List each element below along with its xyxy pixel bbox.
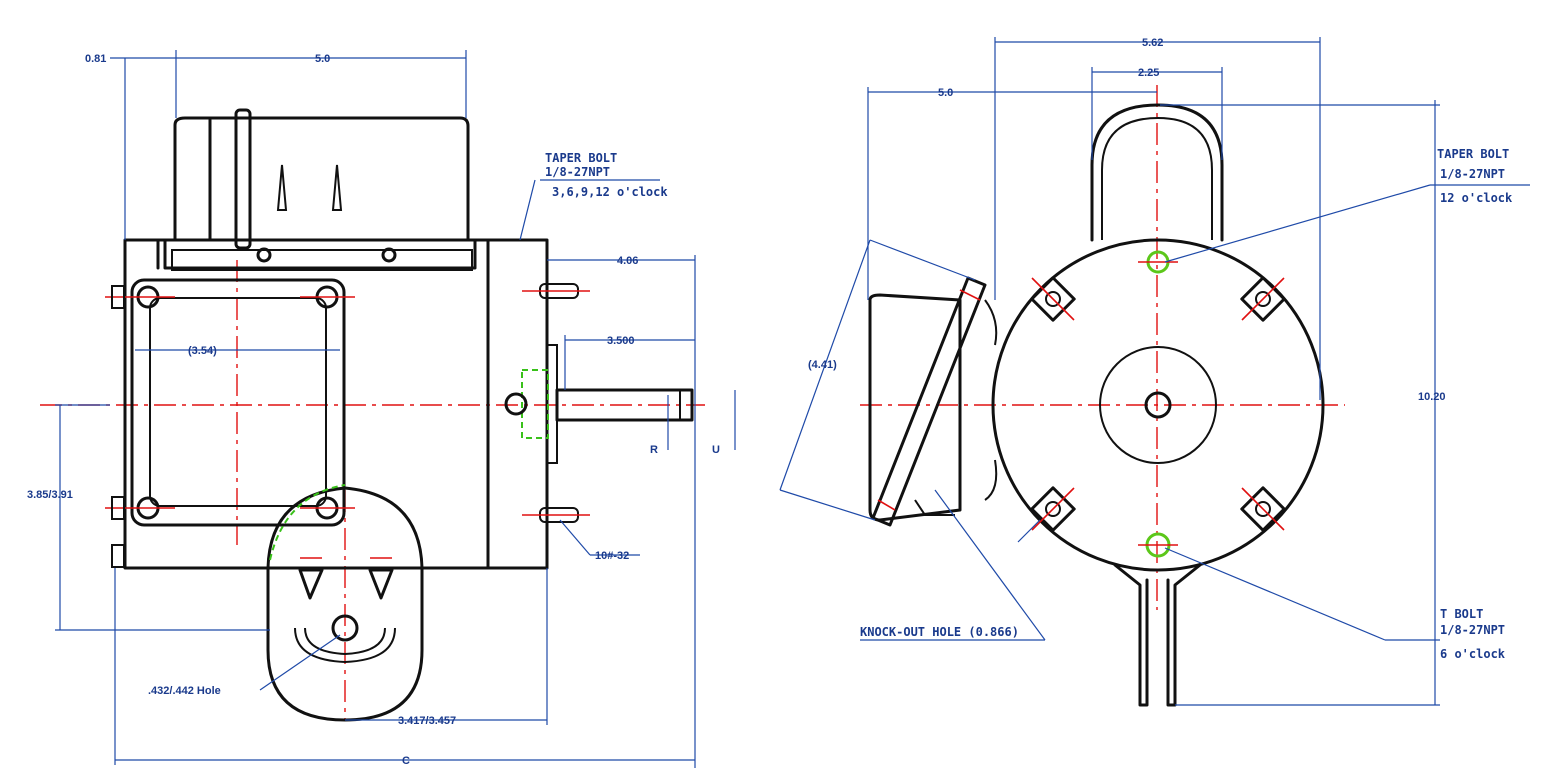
- end-note-t-bolt-position: 6 o'clock: [1440, 647, 1506, 661]
- side-view: 0.81 5.0 4.06 (3.54) 3.500 3.85/3.91 R U…: [27, 50, 736, 768]
- note-taper-bolt-thread: 1/8-27NPT: [545, 165, 610, 179]
- capacitor-housing: [163, 116, 477, 270]
- dim-5-62: 5.62: [1142, 37, 1163, 49]
- end-note-taper-bolt-title: TAPER BOLT: [1437, 147, 1509, 161]
- end-leg-left: [1113, 563, 1149, 707]
- end-bolt-top-left: [1030, 276, 1076, 322]
- dim-u: U: [712, 444, 720, 456]
- taper-bolt-fitting: [1138, 250, 1178, 274]
- dim-5-0: 5.0: [315, 53, 330, 65]
- end-junction-box: [868, 276, 998, 527]
- dim-3-417-3-457: 3.417/3.457: [398, 715, 456, 727]
- dim-0-81: 0.81: [85, 53, 106, 65]
- end-note-taper-bolt-thread: 1/8-27NPT: [1440, 167, 1505, 181]
- end-note-t-bolt-title: T BOLT: [1440, 607, 1483, 621]
- dim-3-500: 3.500: [607, 335, 635, 347]
- end-leg-right: [1166, 563, 1202, 707]
- dim-4-06: 4.06: [617, 255, 638, 267]
- t-bolt-fitting: [1138, 532, 1178, 558]
- end-bolt-bottom-right: [1240, 486, 1286, 532]
- note-taper-bolt-position: 3,6,9,12 o'clock: [552, 185, 668, 199]
- end-view: 5.62 2.25 5.0 (4.41) 10.20 TAPER BOLT 1/…: [779, 37, 1530, 707]
- end-bolt-bottom-left: [1030, 486, 1076, 532]
- dim-end-5-0: 5.0: [938, 87, 953, 99]
- dim-4-41: (4.41): [808, 359, 837, 371]
- end-note-t-bolt-thread: 1/8-27NPT: [1440, 623, 1505, 637]
- junction-box: [130, 278, 346, 527]
- dim-3-85-3-91: 3.85/3.91: [27, 489, 73, 501]
- motor-end-circle: [991, 238, 1325, 572]
- end-note-knockout: KNOCK-OUT HOLE (0.866): [860, 625, 1019, 639]
- dim-hole: .432/.442 Hole: [148, 685, 221, 697]
- dim-2-25: 2.25: [1138, 67, 1159, 79]
- dim-3-54: (3.54): [188, 345, 217, 357]
- note-taper-bolt-title: TAPER BOLT: [545, 151, 617, 165]
- motor-body: [123, 238, 549, 570]
- end-note-taper-bolt-position: 12 o'clock: [1440, 191, 1513, 205]
- end-capacitor-hump: [1090, 103, 1224, 242]
- dim-10-32: 10#-32: [595, 550, 629, 562]
- end-bolt-top-right: [1240, 276, 1286, 322]
- dim-c: C: [402, 755, 410, 767]
- dim-r: R: [650, 444, 658, 456]
- dim-10-20: 10.20: [1418, 391, 1446, 403]
